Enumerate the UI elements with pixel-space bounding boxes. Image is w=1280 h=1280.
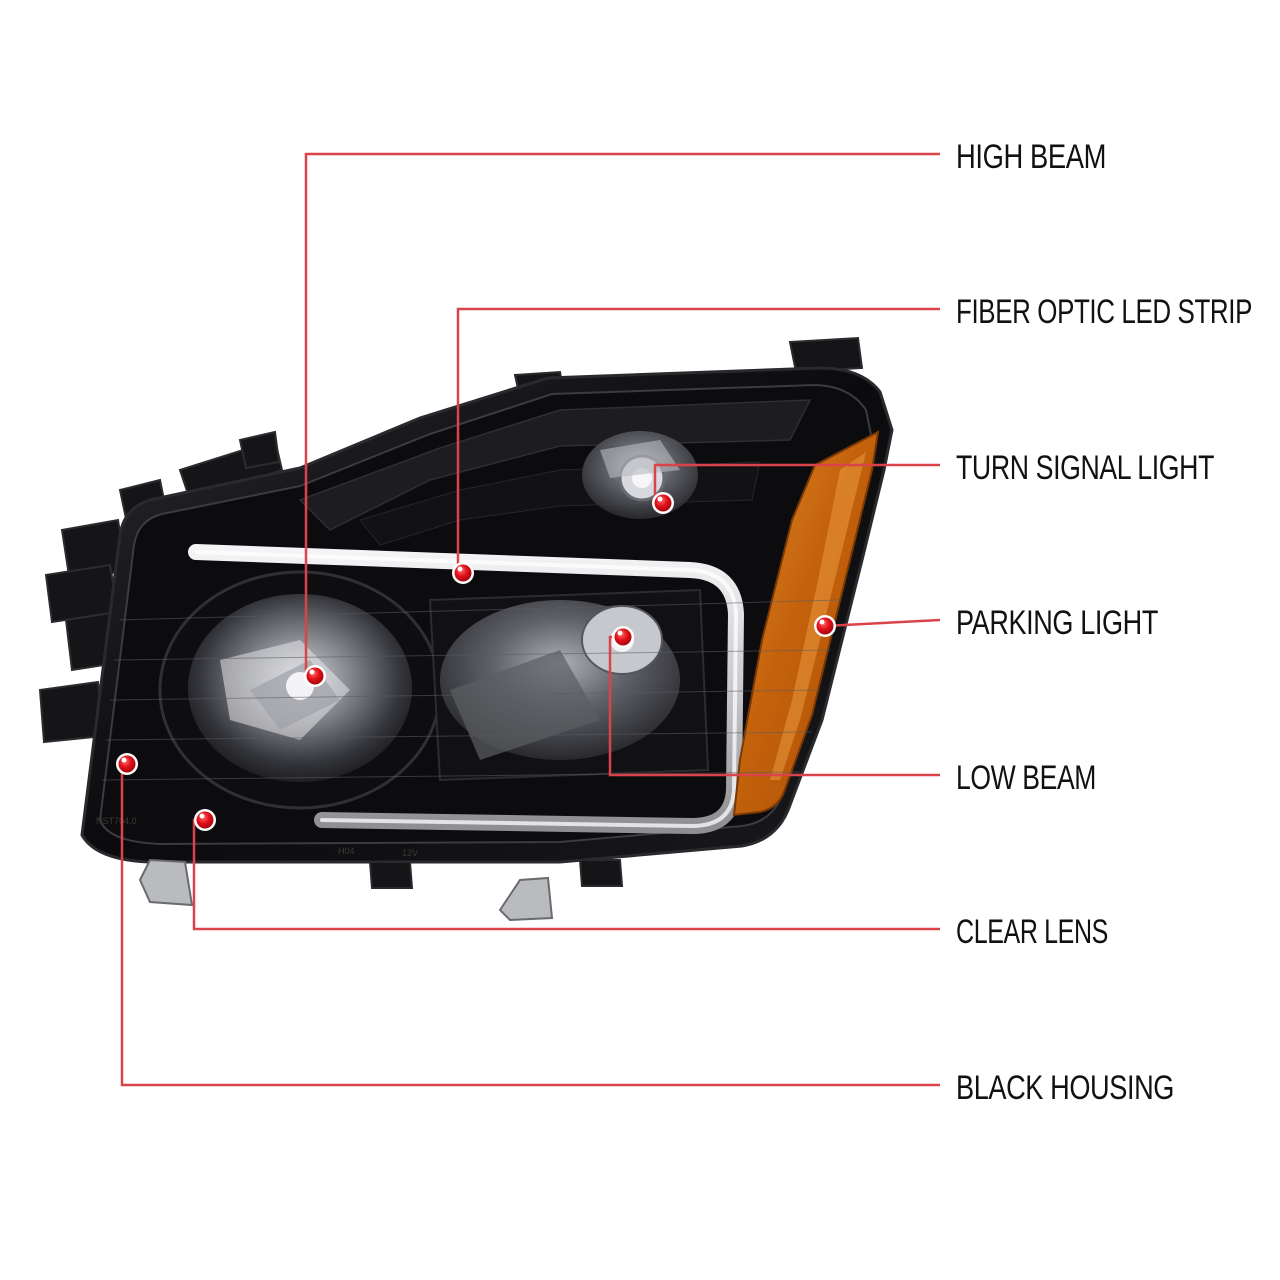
- marker-fiber-optic-led-strip: [452, 562, 474, 584]
- marker-black-housing: [116, 753, 138, 775]
- callout-labels: HIGH BEAM FIBER OPTIC LED STRIP TURN SIG…: [956, 138, 1253, 1107]
- lens-print-voltage: 12V: [402, 848, 418, 858]
- label-parking-light: PARKING LIGHT: [956, 604, 1158, 642]
- bottom-mounting-tabs: [138, 858, 554, 922]
- label-high-beam: HIGH BEAM: [956, 138, 1106, 176]
- label-fiber-optic-led-strip: FIBER OPTIC LED STRIP: [956, 293, 1252, 331]
- high-beam-projector: [158, 570, 442, 810]
- marker-low-beam: [612, 626, 634, 648]
- lens-print-code: NST704.0: [96, 816, 137, 826]
- headlight-assembly: NST704.0 H04 12V: [38, 336, 894, 922]
- marker-turn-signal-light: [652, 492, 674, 514]
- marker-parking-light: [814, 615, 836, 637]
- label-black-housing: BLACK HOUSING: [956, 1069, 1174, 1107]
- label-low-beam: LOW BEAM: [956, 759, 1096, 797]
- marker-high-beam: [304, 665, 326, 687]
- marker-clear-lens: [194, 809, 216, 831]
- low-beam-reflector: [428, 588, 710, 782]
- lens-print-bulb: H04: [338, 846, 355, 856]
- amber-parking-lens: [732, 430, 880, 817]
- leader-parking-light: [824, 618, 941, 628]
- label-turn-signal-light: TURN SIGNAL LIGHT: [956, 449, 1214, 487]
- lens-reflections: [101, 599, 841, 781]
- label-clear-lens: CLEAR LENS: [956, 913, 1108, 951]
- callout-markers: [116, 492, 836, 831]
- turn-signal-reflector: [582, 431, 698, 519]
